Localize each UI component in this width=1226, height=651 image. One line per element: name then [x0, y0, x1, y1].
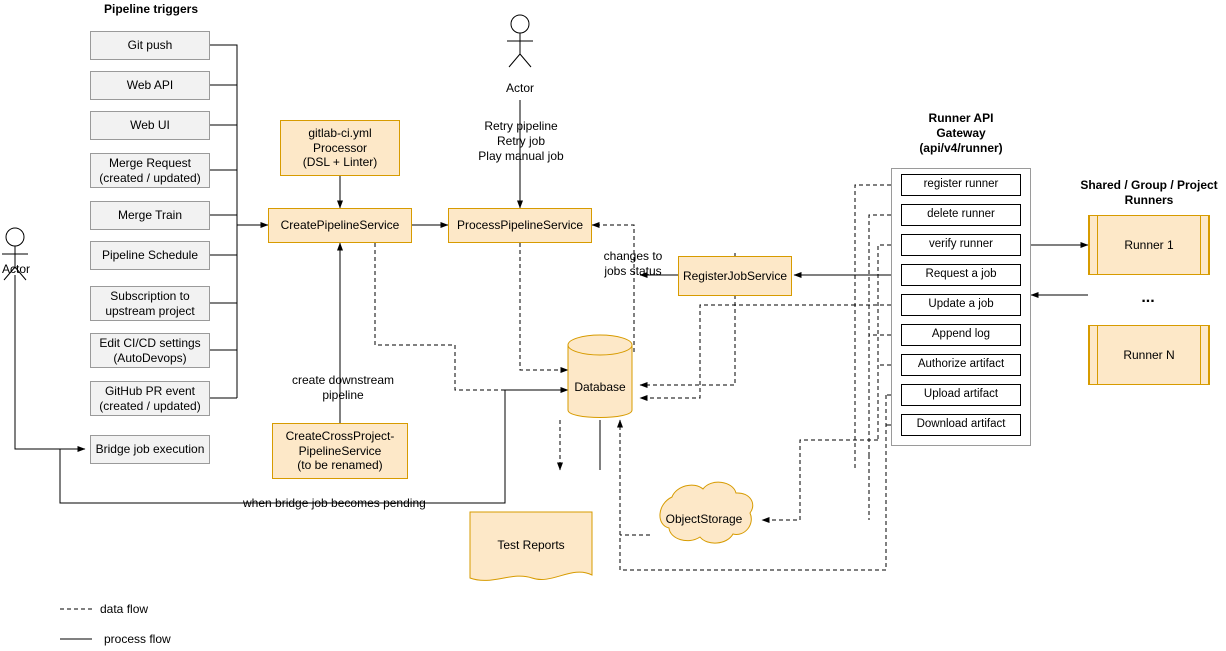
runner-1[interactable]: Runner 1 [1088, 215, 1210, 275]
trigger-subscription-upstream[interactable]: Subscription to upstream project [90, 286, 210, 321]
actor-left-label: Actor [1, 262, 30, 276]
trigger-github-pr-event[interactable]: GitHub PR event (created / updated) [90, 381, 210, 416]
api-update-a-job[interactable]: Update a job [901, 294, 1021, 316]
service-create-pipeline[interactable]: CreatePipelineService [268, 208, 412, 243]
trigger-web-ui[interactable]: Web UI [90, 111, 210, 140]
service-create-cross-project-pipeline[interactable]: CreateCrossProject- PipelineService (to … [272, 423, 408, 479]
api-request-a-job[interactable]: Request a job [901, 264, 1021, 286]
edge-label-create-downstream-pipeline: create downstream pipeline [291, 373, 395, 402]
api-append-log[interactable]: Append log [901, 324, 1021, 346]
object-storage-label: ObjectStorage [665, 512, 743, 526]
runner-n[interactable]: Runner N [1088, 325, 1210, 385]
api-register-runner[interactable]: register runner [901, 174, 1021, 196]
legend-process-flow-label: process flow [104, 632, 171, 646]
runners-ellipsis: ... [1141, 289, 1155, 306]
service-gitlab-ci-yml-processor[interactable]: gitlab-ci.yml Processor (DSL + Linter) [280, 120, 400, 176]
edge-label-changes-to-jobs-status: changes to jobs status [603, 249, 663, 278]
service-register-job[interactable]: RegisterJobService [678, 256, 792, 296]
service-process-pipeline[interactable]: ProcessPipelineService [448, 208, 592, 243]
pipeline-triggers-title: Pipeline triggers [103, 2, 199, 16]
trigger-merge-train[interactable]: Merge Train [90, 201, 210, 230]
edge-label-retry-pipeline: Retry pipeline Retry job Play manual job [478, 119, 564, 163]
api-authorize-artifact[interactable]: Authorize artifact [901, 354, 1021, 376]
api-verify-runner[interactable]: verify runner [901, 234, 1021, 256]
api-delete-runner[interactable]: delete runner [901, 204, 1021, 226]
api-upload-artifact[interactable]: Upload artifact [901, 384, 1021, 406]
trigger-bridge-job-execution[interactable]: Bridge job execution [90, 435, 210, 464]
legend-data-flow-label: data flow [100, 602, 149, 616]
trigger-edit-cicd-settings[interactable]: Edit CI/CD settings (AutoDevops) [90, 333, 210, 368]
trigger-pipeline-schedule[interactable]: Pipeline Schedule [90, 241, 210, 270]
trigger-git-push[interactable]: Git push [90, 31, 210, 60]
runner-api-gateway-title: Runner API Gateway (api/v4/runner) [919, 111, 1003, 155]
api-download-artifact[interactable]: Download artifact [901, 414, 1021, 436]
runners-title: Shared / Group / Project Runners [1080, 178, 1218, 207]
test-reports-label: Test Reports [497, 538, 565, 552]
database-label: Database [574, 380, 626, 394]
actor-top-icon [507, 14, 533, 68]
edge-label-bridge-pending: when bridge job becomes pending [243, 496, 426, 510]
actor-top-label: Actor [505, 81, 534, 95]
trigger-merge-request[interactable]: Merge Request (created / updated) [90, 153, 210, 188]
trigger-web-api[interactable]: Web API [90, 71, 210, 100]
database-shape [567, 334, 633, 418]
